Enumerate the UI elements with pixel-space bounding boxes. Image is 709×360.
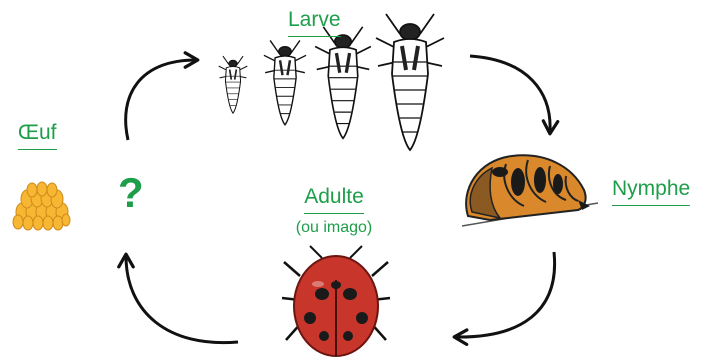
pupa-icon (462, 155, 598, 226)
larva-icon (376, 14, 444, 150)
label-adulte: Adulte (304, 186, 364, 214)
larva-icon (264, 40, 306, 124)
arrow-pupa-to-adult (456, 252, 555, 337)
egg-cluster-icon (13, 182, 70, 230)
label-oeuf: Œuf (18, 122, 57, 150)
larva-icon (219, 56, 248, 113)
adulte-label-group: Adulte (ou imago) (284, 186, 384, 237)
arrow-adult-to-egg (126, 256, 238, 343)
larva-icon (315, 27, 371, 139)
arrow-egg-to-larva (126, 60, 196, 140)
label-adulte-note: (ou imago) (284, 219, 384, 237)
ladybug-icon (282, 246, 390, 356)
arrow-larva-to-pupa (470, 56, 550, 132)
label-nymphe: Nymphe (612, 178, 690, 206)
question-mark: ? (118, 172, 144, 214)
label-larve: Larve (288, 9, 341, 37)
